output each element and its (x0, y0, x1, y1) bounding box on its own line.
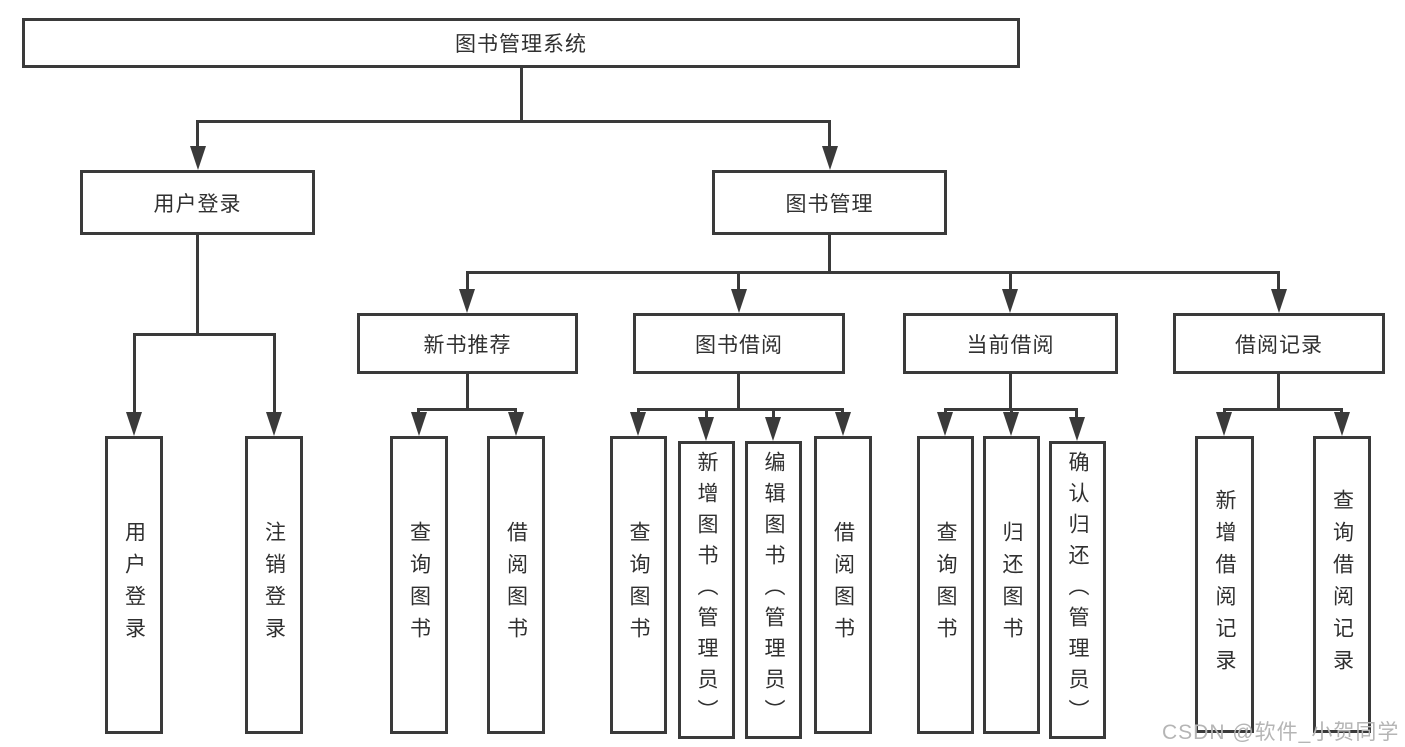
arrowhead (765, 417, 781, 441)
connector-line (737, 373, 740, 410)
leaf-add-books-admin: 新增图书（管理员） (678, 441, 735, 739)
arrowhead (698, 417, 714, 441)
connector-line (1075, 408, 1078, 419)
leaf-borrow-books-recommend: 借阅图书 (487, 436, 545, 734)
node-label: 当前借阅 (966, 333, 1055, 357)
node-label: 查询图书 (627, 521, 650, 649)
node-label: 用户登录 (122, 521, 146, 649)
node-label: 借阅图书 (831, 521, 855, 649)
arrowhead (1003, 412, 1019, 436)
arrowhead (937, 412, 953, 436)
leaf-logout: 注销登录 (245, 436, 303, 734)
connector-line (196, 120, 199, 148)
leaf-user-login: 用户登录 (105, 436, 163, 734)
connector-line (1010, 408, 1013, 414)
leaf-query-books-current: 查询图书 (917, 436, 974, 734)
leaf-return-books: 归还图书 (983, 436, 1040, 734)
arrowhead (126, 412, 142, 436)
node-label: 借阅图书 (504, 521, 528, 649)
arrowhead (266, 412, 282, 436)
node-book-borrow: 图书借阅 (633, 313, 845, 374)
connector-line (273, 333, 276, 414)
connector-line (637, 408, 843, 411)
node-borrow-records: 借阅记录 (1173, 313, 1385, 374)
leaf-borrow-books: 借阅图书 (814, 436, 872, 734)
node-label: 图书管理 (785, 192, 874, 216)
arrowhead (630, 412, 646, 436)
arrowhead (835, 412, 851, 436)
node-label: 查询图书 (934, 521, 957, 649)
connector-line (1009, 271, 1012, 290)
node-label: 编辑图书（管理员） (762, 450, 785, 730)
arrowhead (731, 289, 747, 313)
connector-line (466, 271, 469, 290)
connector-line (705, 408, 708, 419)
connector-line (828, 235, 831, 273)
connector-line (466, 373, 469, 410)
node-label: 新书推荐 (423, 333, 512, 357)
node-label: 新增图书（管理员） (695, 450, 718, 730)
arrowhead (1002, 289, 1018, 313)
connector-line (637, 408, 640, 414)
connector-line (737, 271, 740, 290)
connector-line (1277, 373, 1280, 410)
connector-line (466, 271, 1279, 274)
connector-line (1223, 408, 1342, 411)
connector-line (1223, 408, 1226, 414)
arrowhead (1216, 412, 1232, 436)
leaf-query-books-borrow: 查询图书 (610, 436, 667, 734)
connector-line (828, 120, 831, 148)
node-label: 确认归还（管理员） (1066, 450, 1089, 730)
connector-line (1009, 373, 1012, 410)
leaf-query-borrow-record: 查询借阅记录 (1313, 436, 1371, 733)
node-label: 图书借阅 (695, 333, 783, 357)
csdn-watermark: CSDN @软件_小贺同学 (1162, 721, 1400, 744)
node-label: 借阅记录 (1235, 333, 1323, 357)
arrowhead (190, 146, 206, 170)
connector-line (772, 408, 775, 419)
node-label: 新增借阅记录 (1213, 488, 1236, 681)
arrowhead (1271, 289, 1287, 313)
node-label: 图书管理系统 (455, 33, 587, 56)
connector-line (196, 120, 831, 123)
arrowhead (508, 412, 524, 436)
connector-line (520, 68, 523, 120)
arrowhead (822, 146, 838, 170)
connector-line (133, 333, 136, 414)
node-label: 查询借阅记录 (1330, 488, 1354, 681)
node-label: 用户登录 (153, 192, 242, 216)
arrowhead (459, 289, 475, 313)
leaf-query-books-recommend: 查询图书 (390, 436, 448, 734)
node-label: 注销登录 (262, 521, 286, 649)
arrowhead (1334, 412, 1350, 436)
node-book-management: 图书管理 (712, 170, 947, 235)
node-new-book-recommend: 新书推荐 (357, 313, 578, 374)
connector-line (133, 333, 275, 336)
arrowhead (411, 412, 427, 436)
connector-line (944, 408, 947, 414)
node-label: 归还图书 (1000, 521, 1023, 649)
node-user-login: 用户登录 (80, 170, 315, 235)
node-label: 查询图书 (407, 521, 431, 649)
connector-line (417, 408, 420, 414)
connector-line (1340, 408, 1343, 414)
connector-line (841, 408, 844, 414)
node-library-management-system: 图书管理系统 (22, 18, 1020, 68)
node-current-borrow: 当前借阅 (903, 313, 1118, 374)
leaf-confirm-return-admin: 确认归还（管理员） (1049, 441, 1106, 739)
connector-line (417, 408, 516, 411)
connector-line (1277, 271, 1280, 290)
leaf-add-borrow-record: 新增借阅记录 (1195, 436, 1254, 733)
arrowhead (1069, 417, 1085, 441)
connector-line (514, 408, 517, 414)
connector-line (196, 235, 199, 334)
leaf-edit-books-admin: 编辑图书（管理员） (745, 441, 802, 739)
